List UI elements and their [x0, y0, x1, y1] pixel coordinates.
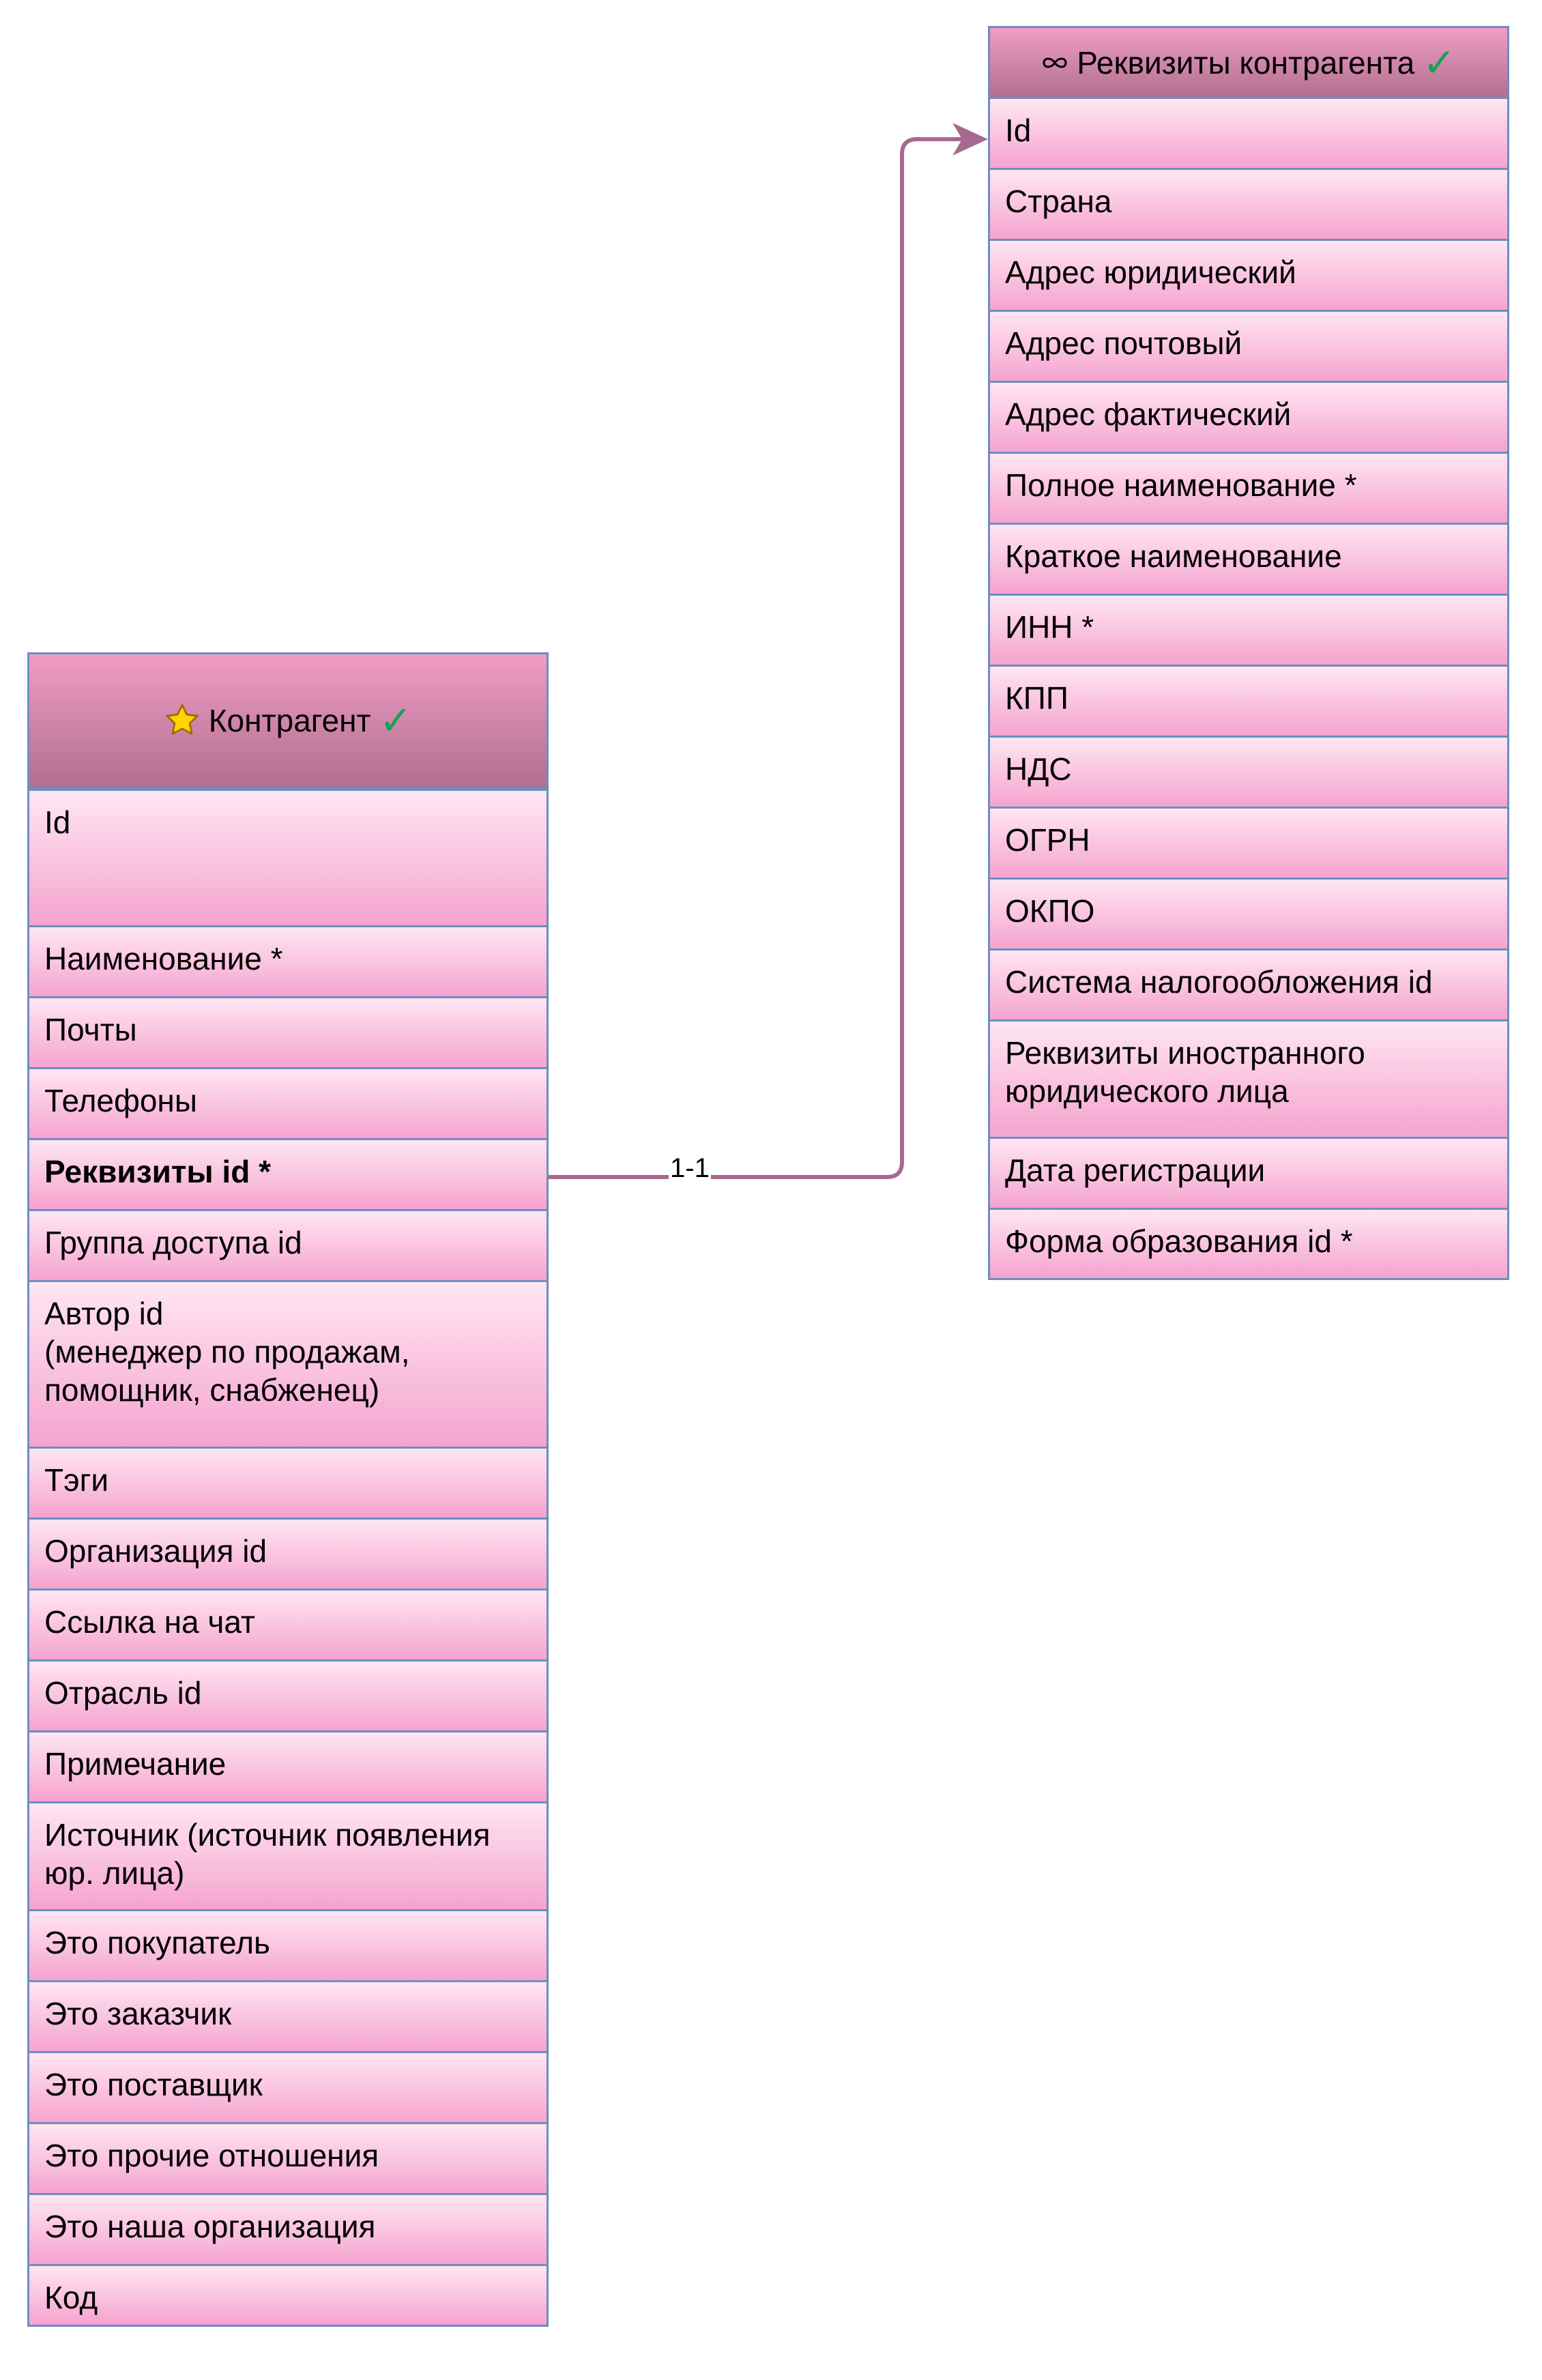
field-label: Это покупатель	[44, 1925, 271, 1960]
field-row[interactable]: Страна	[988, 168, 1509, 242]
field-row[interactable]: Полное наименование *	[988, 452, 1509, 525]
field-row[interactable]: Это прочие отношения	[27, 2122, 549, 2196]
field-label: Id	[44, 804, 71, 840]
field-row[interactable]: Организация id	[27, 1518, 549, 1591]
field-row[interactable]: Это покупатель	[27, 1909, 549, 1983]
field-row[interactable]: ОКПО	[988, 877, 1509, 951]
field-row[interactable]: Тэги	[27, 1447, 549, 1520]
field-label: ОКПО	[1005, 893, 1095, 929]
field-label: Реквизиты id *	[44, 1154, 271, 1189]
field-label: Адрес почтовый	[1005, 325, 1242, 361]
field-label: Это наша организация	[44, 2209, 376, 2244]
field-row[interactable]: Это заказчик	[27, 1980, 549, 2054]
entity-counterparty[interactable]: Контрагент ✓ Id Наименование * Почты Тел…	[27, 652, 549, 2327]
field-row[interactable]: Адрес фактический	[988, 381, 1509, 454]
field-label: Автор id (менеджер по продажам, помощник…	[44, 1296, 410, 1408]
field-label: Адрес юридический	[1005, 255, 1296, 290]
field-row[interactable]: Адрес почтовый	[988, 310, 1509, 383]
field-row[interactable]: Id	[988, 97, 1509, 171]
field-label: Это поставщик	[44, 2067, 263, 2102]
field-row[interactable]: Отрасль id	[27, 1659, 549, 1733]
field-label: Реквизиты иностранного юридического лица	[1005, 1035, 1365, 1109]
entity-title: Реквизиты контрагента	[1077, 45, 1415, 81]
field-label: Это заказчик	[44, 1996, 232, 2031]
field-row[interactable]: Телефоны	[27, 1067, 549, 1141]
relationship-line	[549, 137, 966, 1179]
field-label: Ссылка на чат	[44, 1604, 255, 1640]
field-row[interactable]: Почты	[27, 996, 549, 1070]
field-label: Почты	[44, 1012, 137, 1047]
field-label: Форма образования id *	[1005, 1223, 1353, 1259]
field-row[interactable]: Реквизиты иностранного юридического лица	[988, 1019, 1509, 1140]
field-row[interactable]: ОГРН	[988, 807, 1509, 880]
field-label: Система налогообложения id	[1005, 964, 1433, 1000]
field-row-foreign-key[interactable]: Реквизиты id *	[27, 1138, 549, 1212]
field-label: Это прочие отношения	[44, 2138, 379, 2173]
entity-title: Контрагент	[208, 703, 371, 738]
field-label: Тэги	[44, 1462, 109, 1498]
field-row[interactable]: Id	[27, 789, 549, 928]
field-label: Дата регистрации	[1005, 1152, 1266, 1188]
star-icon	[164, 702, 201, 739]
field-row[interactable]: Источник (источник появления юр. лица)	[27, 1801, 549, 1912]
field-row[interactable]: Краткое наименование	[988, 523, 1509, 596]
arrow-head-icon	[952, 123, 988, 156]
field-row[interactable]: НДС	[988, 736, 1509, 809]
field-label: Наименование *	[44, 941, 283, 976]
check-icon: ✓	[1423, 41, 1456, 85]
field-row[interactable]: Группа доступа id	[27, 1209, 549, 1283]
field-label: Отрасль id	[44, 1675, 202, 1711]
relationship-label: 1-1	[669, 1152, 711, 1185]
field-label: Источник (источник появления юр. лица)	[44, 1817, 491, 1891]
field-label: ОГРН	[1005, 822, 1090, 858]
field-row[interactable]: Автор id (менеджер по продажам, помощник…	[27, 1280, 549, 1449]
check-icon: ✓	[379, 699, 413, 743]
entity-counterparty-details[interactable]: Реквизиты контрагента ✓ Id Страна Адрес …	[988, 26, 1509, 1280]
field-label: Код	[44, 2280, 98, 2315]
field-label: Адрес фактический	[1005, 396, 1292, 432]
field-label: Группа доступа id	[44, 1225, 302, 1260]
field-row[interactable]: Ссылка на чат	[27, 1588, 549, 1662]
field-label: КПП	[1005, 680, 1068, 716]
field-label: Краткое наименование	[1005, 538, 1342, 574]
field-label: Id	[1005, 113, 1032, 148]
field-label: НДС	[1005, 751, 1072, 787]
field-row[interactable]: ИНН *	[988, 594, 1509, 667]
field-row[interactable]: Это поставщик	[27, 2051, 549, 2125]
infinity-icon	[1041, 55, 1068, 71]
field-row[interactable]: Форма образования id *	[988, 1208, 1509, 1280]
entity-header-counterparty[interactable]: Контрагент ✓	[27, 652, 549, 789]
field-row[interactable]: Примечание	[27, 1730, 549, 1804]
entity-header-counterparty-details[interactable]: Реквизиты контрагента ✓	[988, 26, 1509, 100]
field-label: Полное наименование *	[1005, 467, 1357, 503]
field-row[interactable]: Адрес юридический	[988, 239, 1509, 313]
field-label: ИНН *	[1005, 609, 1094, 645]
field-label: Страна	[1005, 184, 1112, 219]
field-row[interactable]: Наименование *	[27, 925, 549, 999]
field-row[interactable]: Система налогообложения id	[988, 948, 1509, 1022]
field-row[interactable]: Дата регистрации	[988, 1137, 1509, 1210]
field-label: Примечание	[44, 1746, 227, 1782]
field-label: Телефоны	[44, 1083, 197, 1118]
field-row[interactable]: КПП	[988, 665, 1509, 738]
field-row[interactable]: Это наша организация	[27, 2193, 549, 2267]
field-label: Организация id	[44, 1533, 267, 1569]
field-row[interactable]: Код	[27, 2264, 549, 2327]
